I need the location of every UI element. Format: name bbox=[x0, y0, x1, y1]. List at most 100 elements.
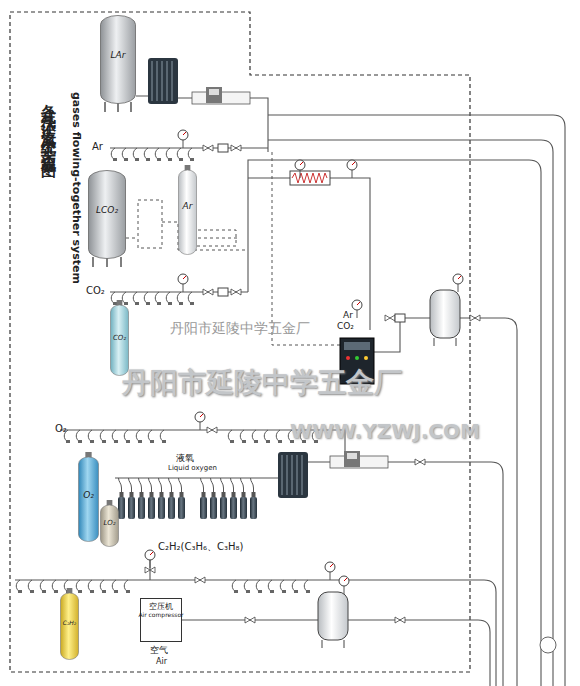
liquid-dewar bbox=[118, 478, 125, 519]
node-text-group: O₂ bbox=[72, 490, 105, 500]
pigtail bbox=[124, 580, 130, 593]
indicator-light bbox=[364, 356, 368, 360]
pigtail bbox=[88, 580, 94, 593]
pigtail bbox=[264, 430, 270, 443]
gas-cylinder: LO₂ bbox=[100, 500, 119, 547]
node-text-group: CO₂ bbox=[104, 334, 135, 342]
pigtail bbox=[160, 430, 166, 443]
node-label: Air compressor bbox=[134, 612, 188, 619]
liquid-dewar bbox=[220, 478, 227, 519]
valve bbox=[203, 289, 213, 295]
valve bbox=[203, 145, 213, 151]
pigtail bbox=[166, 148, 172, 161]
pigtail bbox=[155, 292, 161, 305]
text-label: Ar bbox=[92, 141, 103, 152]
filter bbox=[218, 288, 228, 296]
vaporizer bbox=[278, 452, 308, 498]
pressure-gauge bbox=[339, 576, 349, 594]
node-outline bbox=[88, 170, 126, 267]
text-label: Liquid oxygen bbox=[168, 465, 217, 473]
pigtail bbox=[40, 580, 46, 593]
indicator-light bbox=[355, 356, 359, 360]
pigtail bbox=[112, 430, 118, 443]
liquid-dewar bbox=[128, 478, 135, 519]
pressure-gauge bbox=[178, 274, 188, 292]
pigtail bbox=[280, 580, 286, 593]
pressure-gauge bbox=[195, 412, 205, 430]
liquid-dewar bbox=[168, 478, 175, 519]
pigtail bbox=[111, 148, 117, 161]
pressure-gauge bbox=[178, 130, 188, 148]
pigtail bbox=[240, 430, 246, 443]
pigtail bbox=[155, 148, 161, 161]
pigtail bbox=[144, 292, 150, 305]
pigtail bbox=[112, 580, 118, 593]
node-label: LAr bbox=[94, 50, 142, 60]
gas-cylinder: C₂H₂ bbox=[60, 588, 79, 660]
pigtail bbox=[133, 292, 139, 305]
text-label: gases flowing-together system bbox=[70, 92, 82, 284]
pressure-gauge bbox=[347, 160, 357, 178]
dashed-pipes bbox=[126, 152, 340, 345]
indicator-light bbox=[346, 356, 350, 360]
text-label: 液氧 bbox=[176, 454, 194, 464]
buffer-tank bbox=[430, 290, 460, 346]
valve bbox=[231, 145, 241, 151]
liquid-dewar bbox=[138, 478, 145, 519]
pigtail bbox=[148, 430, 154, 443]
pigtail bbox=[166, 292, 172, 305]
pigtail bbox=[276, 430, 282, 443]
pigtail bbox=[88, 430, 94, 443]
text-label: CO₂ bbox=[86, 285, 105, 296]
node-text-group: 空压机Air compressor bbox=[134, 602, 188, 618]
pressure-gauge bbox=[295, 160, 305, 178]
pigtail bbox=[177, 148, 183, 161]
system-boundary bbox=[10, 12, 470, 672]
valve bbox=[470, 315, 480, 321]
liquid-dewar bbox=[240, 478, 247, 519]
gas-cylinder: CO₂ bbox=[110, 300, 129, 376]
pigtail bbox=[28, 580, 34, 593]
regulator-station bbox=[330, 451, 388, 468]
node-label: Ar bbox=[172, 201, 203, 211]
valve bbox=[415, 459, 425, 465]
buffer-tank bbox=[318, 592, 348, 648]
watermark: 丹阳市延陵中学五金厂 bbox=[122, 368, 402, 399]
heater-coil bbox=[292, 173, 327, 183]
gas-cylinder: Ar bbox=[178, 165, 197, 255]
text-label: 空气 bbox=[150, 646, 168, 656]
equipment-box: 空压机Air compressor bbox=[140, 598, 182, 642]
valve bbox=[145, 567, 155, 573]
node-label: C₂H₂ bbox=[54, 620, 85, 627]
valve bbox=[231, 289, 241, 295]
liquid-dewar bbox=[230, 478, 237, 519]
pigtail bbox=[144, 148, 150, 161]
gas-cylinder: O₂ bbox=[78, 452, 99, 542]
node-label: LCO₂ bbox=[82, 205, 132, 215]
node-text-group: Ar bbox=[172, 201, 203, 211]
pigtail bbox=[136, 430, 142, 443]
vaporizer bbox=[148, 58, 178, 104]
pigtail bbox=[177, 292, 183, 305]
text-label: C₂H₂(C₃H₆、C₃H₈) bbox=[158, 541, 243, 552]
text-label: O₂ bbox=[55, 423, 67, 434]
pigtail bbox=[268, 580, 274, 593]
pressure-gauge bbox=[145, 550, 155, 568]
pigtail bbox=[122, 292, 128, 305]
pigtail bbox=[76, 580, 82, 593]
pigtail bbox=[100, 430, 106, 443]
watermark: WWW.YZWJ.COM bbox=[290, 420, 480, 442]
filter bbox=[395, 314, 405, 322]
watermark: 丹阳市延陵中学五金厂 bbox=[170, 321, 310, 336]
pigtail bbox=[124, 430, 130, 443]
pigtail bbox=[111, 292, 117, 305]
gas-cylinder bbox=[179, 170, 197, 255]
regulator-station bbox=[192, 87, 250, 104]
node-text-group: LCO₂ bbox=[82, 205, 132, 215]
node-outline bbox=[100, 15, 136, 112]
pressure-gauge bbox=[325, 562, 335, 580]
pigtail bbox=[252, 430, 258, 443]
diagram-title: 各式气体汇流系统工艺流程图 bbox=[40, 92, 57, 157]
